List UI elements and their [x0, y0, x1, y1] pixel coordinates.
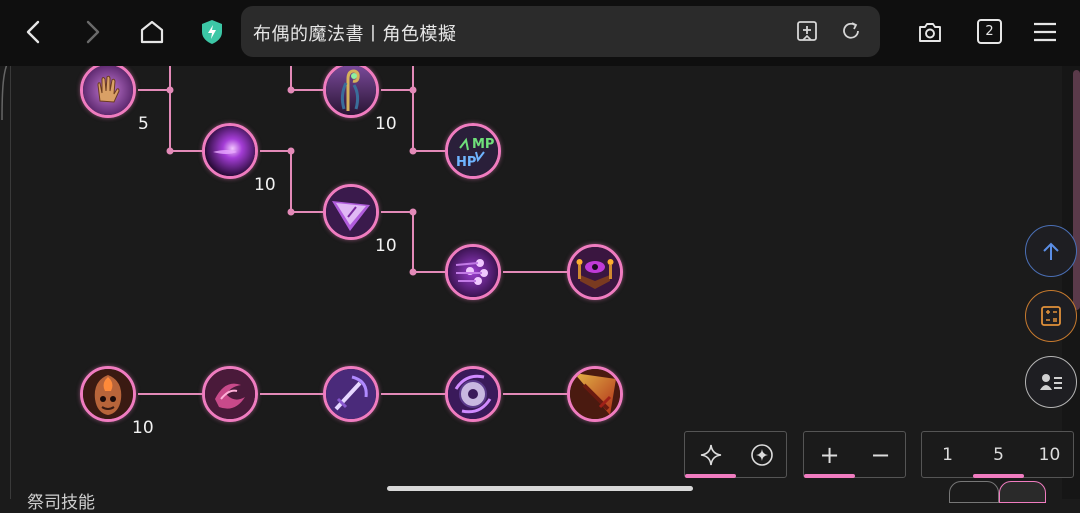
skill-level-label: 10 [375, 114, 397, 134]
step-5-button[interactable]: 5 [993, 445, 1004, 465]
magic-orb-icon [205, 126, 255, 176]
shield-icon [202, 20, 222, 44]
refresh-button[interactable] [840, 20, 862, 46]
zoom-in-button[interactable]: + [819, 441, 840, 469]
edit-tab-button[interactable] [999, 481, 1046, 503]
skill-demon-face[interactable] [80, 366, 136, 422]
skill-level-label: 5 [138, 114, 149, 134]
arrow-up-icon [1043, 242, 1059, 260]
skill-level-label: 10 [132, 418, 154, 438]
step-10-button[interactable]: 10 [1038, 445, 1061, 465]
skill-level-label: 10 [375, 236, 397, 256]
svg-text:MP: MP [472, 137, 494, 152]
zoom-group: + − [803, 431, 906, 478]
mp-hp-icon: MP HP [448, 126, 498, 176]
mode-sparkle-button[interactable] [685, 432, 736, 478]
flame-blade-icon [570, 369, 620, 419]
shadow-sword-icon [326, 369, 376, 419]
hand-spell-icon [83, 65, 133, 115]
skill-simulator-page [10, 66, 1064, 499]
skill-mp-hp[interactable]: MP HP [445, 123, 501, 179]
back-button[interactable] [14, 13, 52, 51]
demon-face-icon [83, 369, 133, 419]
page-title: 布偶的魔法書丨角色模擬 [253, 24, 457, 45]
skill-shadow-sword[interactable] [323, 366, 379, 422]
browser-toolbar: 布偶的魔法書丨角色模擬 2 [0, 0, 1080, 66]
skill-magic-orb[interactable] [202, 123, 258, 179]
profile-card-icon [1040, 374, 1062, 390]
add-bookmark-icon [797, 21, 817, 41]
step-selected-indicator [973, 474, 1024, 478]
zoom-indicator [804, 474, 855, 478]
address-bar[interactable]: 布偶的魔法書丨角色模擬 [241, 6, 880, 57]
mode-toggle-group [684, 431, 787, 478]
dark-vortex-icon [205, 369, 255, 419]
skill-flame-blade[interactable] [567, 366, 623, 422]
mode-target-button[interactable] [736, 432, 787, 478]
back-icon [26, 20, 40, 44]
forward-icon [86, 20, 100, 44]
skill-magic-arrow[interactable] [323, 184, 379, 240]
menu-icon [1034, 22, 1056, 42]
forward-button[interactable] [74, 13, 112, 51]
camera-icon [919, 23, 941, 42]
step-1-button[interactable]: 1 [942, 445, 953, 465]
eye-altar-icon [570, 247, 620, 297]
staff-icon [326, 65, 376, 115]
home-indicator [387, 486, 693, 491]
home-icon [140, 20, 164, 44]
magic-missiles-icon [448, 247, 498, 297]
svg-text:HP: HP [456, 155, 476, 170]
refresh-icon [843, 22, 859, 39]
skill-level-label: 10 [254, 175, 276, 195]
magic-arrow-icon [326, 187, 376, 237]
zoom-out-button[interactable]: − [870, 441, 891, 469]
security-shield-button[interactable] [193, 13, 231, 51]
skill-staff[interactable] [323, 62, 379, 118]
skill-hand-spell[interactable] [80, 62, 136, 118]
add-bookmark-button[interactable] [796, 20, 818, 46]
list-tab-button[interactable] [949, 481, 999, 503]
scroll-top-button[interactable] [1025, 225, 1077, 277]
skill-dark-vortex[interactable] [202, 366, 258, 422]
step-group: 1 5 10 [921, 431, 1074, 478]
calculator-button[interactable] [1025, 290, 1077, 342]
spinning-saw-icon [448, 369, 498, 419]
skill-spinning-saw[interactable] [445, 366, 501, 422]
skill-tree-connectors [138, 66, 567, 395]
section-heading: 祭司技能 [27, 493, 95, 513]
skill-eye-altar[interactable] [567, 244, 623, 300]
tabs-button[interactable]: 2 [977, 19, 1002, 44]
sparkle-icon [700, 444, 721, 466]
camera-button[interactable] [911, 13, 949, 51]
page-scrollbar[interactable] [1073, 70, 1080, 310]
profile-button[interactable] [1025, 356, 1077, 408]
skill-magic-missiles[interactable] [445, 244, 501, 300]
menu-button[interactable] [1026, 13, 1064, 51]
calculator-icon [1041, 306, 1061, 326]
home-button[interactable] [133, 13, 171, 51]
target-icon [750, 444, 773, 466]
mode-selected-indicator [685, 474, 736, 478]
